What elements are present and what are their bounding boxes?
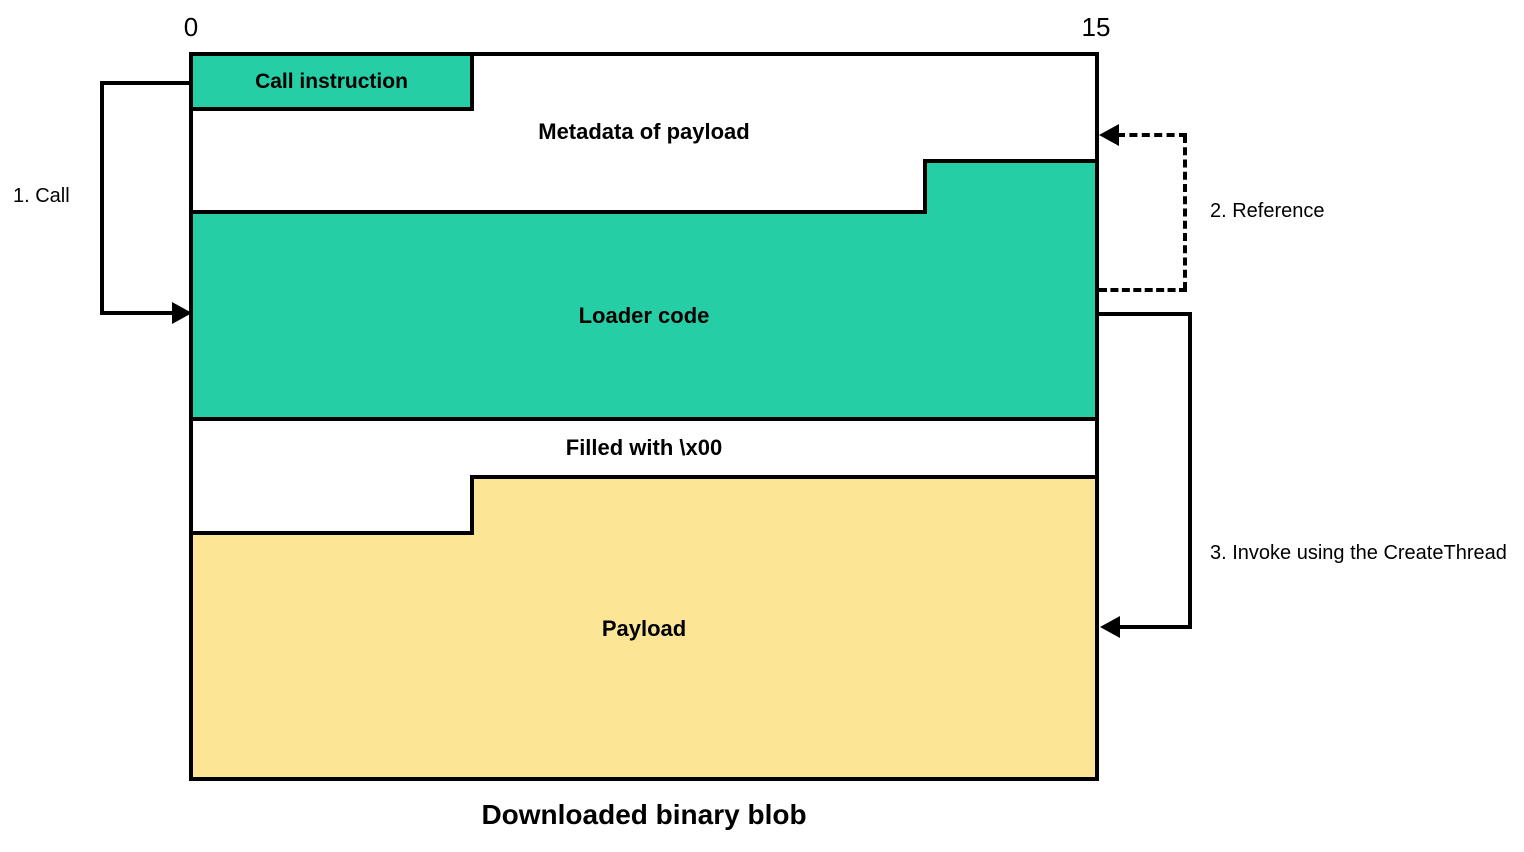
loader-top-border [193,210,927,214]
reference-arrow-vertical-segment [1183,135,1187,290]
reference-annotation: 2. Reference [1210,200,1325,222]
call-arrow-bottom-segment [100,311,174,315]
call-arrow-head-icon [172,302,192,324]
payload-label: Payload [601,616,687,641]
reference-arrow-bottom-segment [1099,288,1187,292]
payload-topleft-border [193,531,474,535]
diagram-caption: Downloaded binary blob [481,799,807,830]
invoke-arrow-top-segment [1099,312,1192,316]
reference-arrow-head-icon [1099,124,1119,146]
invoke-arrow-head-icon [1100,616,1120,638]
payload-block-left [193,535,474,777]
invoke-annotation: 3. Invoke using the CreateThread [1210,542,1507,564]
call-instruction-label: Call instruction [255,70,408,93]
loader-bottom-border [193,417,1095,421]
call-arrow-vertical-segment [100,81,104,315]
invoke-arrow-vertical-segment [1188,312,1192,629]
loader-code-label: Loader code [578,302,710,328]
offset-label-15: 15 [1081,12,1111,42]
call-instruction-block: Call instruction [189,52,474,111]
call-arrow-top-segment [100,81,190,85]
loader-step-top-border [923,159,1095,163]
payload-step-left-border [470,475,474,535]
payload-top-border [470,475,1095,479]
loader-step-left-border [923,159,927,214]
filled-strip-label: Filled with \x00 [565,435,723,460]
payload-block-right [474,479,1095,777]
metadata-block-label: Metadata of payload [538,119,750,144]
loader-code-step-region [927,163,1095,218]
loader-code-block: Loader code [193,214,1095,417]
reference-arrow-top-segment [1117,133,1187,137]
invoke-arrow-bottom-segment [1120,625,1190,629]
call-annotation: 1. Call [13,185,70,207]
offset-label-0: 0 [183,12,199,42]
